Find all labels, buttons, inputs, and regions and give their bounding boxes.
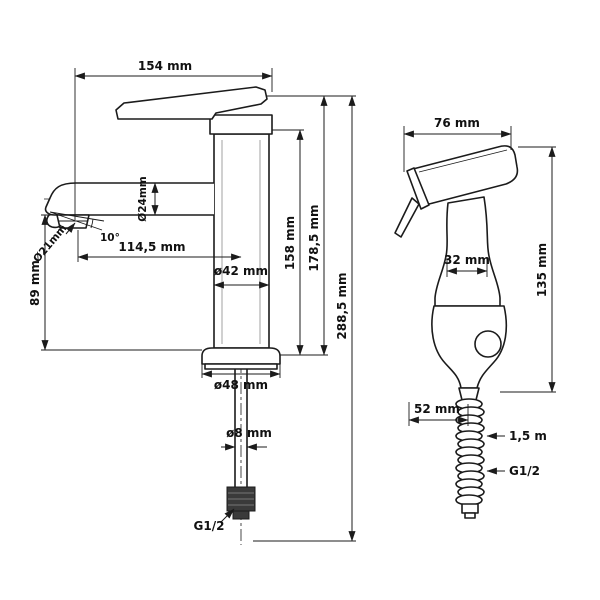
hose-end-tip [464,512,476,519]
sprayer-grip [434,196,501,307]
dim-holder-width: 52 mm [408,402,469,426]
sprayer-head [412,145,519,205]
dim-label-base-dia: ø48 mm [214,378,268,392]
hose-length-label: 1,5 m [486,429,547,443]
base-flange [201,347,281,365]
fitting-ridges [228,492,254,506]
dim-label-outlet-height: 89 mm [28,260,42,306]
thread-label-hose: G1/2 [486,464,540,478]
dim-cap-height: 158 mm [272,129,304,356]
dim-label-overall-height: 288,5 mm [335,272,349,339]
dim-label-outlet-angle: 10° [100,232,120,244]
faucet-side-view: 154 mm Ø24mm Ø21mm 10° 114,5 mm 89 [28,59,356,545]
dim-label-cap-height: 158 mm [283,216,297,270]
dim-label-overall-width: 154 mm [138,59,192,73]
body-shading [221,140,261,344]
hand-sprayer-view: 76 mm 32 mm 135 mm 52 mm 1,5 m G1/ [394,116,556,519]
handle-lever [115,86,268,120]
base-plate [204,363,278,370]
dim-label-sprayer-height: 135 mm [535,243,549,297]
dim-label-grip-dia: 32 mm [444,253,490,267]
fitting-tip [232,510,250,520]
dim-outlet-angle: 10° [49,211,120,244]
thread-label-hose-text: G1/2 [509,464,540,478]
dim-sprayer-height: 135 mm [500,146,556,393]
hose-coil [455,398,485,506]
aerator [56,214,90,229]
dim-overall-height: 288,5 mm [253,95,356,542]
dim-label-aerator: Ø21mm [31,222,69,265]
holder-mount-circle [474,330,502,358]
spray-face [406,167,430,210]
sprayer-head-edge [418,149,508,173]
dim-spout-reach: 114,5 mm [77,230,242,262]
dim-label-spout-reach: 114,5 mm [118,240,185,254]
dim-label-body-dia: ø42 mm [214,264,268,278]
dim-handle-height: 178,5 mm [267,95,356,356]
trigger-lever [394,197,420,238]
dim-body-dia: ø42 mm [213,264,270,289]
dim-outlet-height: 89 mm [28,214,202,351]
dim-grip-dia: 32 mm [444,253,490,277]
hose-length-text: 1,5 m [509,429,547,443]
dim-head-width: 76 mm [403,116,512,172]
thread-label-inlet: G1/2 [194,508,235,533]
dim-label-spout-tube: Ø24mm [137,176,149,221]
dim-pipe-dia: ø8 mm [221,426,272,451]
dim-label-head-width: 76 mm [434,116,480,130]
hose-end-fitting [461,503,479,514]
dim-base-dia: ø48 mm [201,364,281,392]
dim-overall-width: 154 mm [74,59,273,220]
dim-label-pipe-dia: ø8 mm [226,426,272,440]
thread-label-inlet-text: G1/2 [194,519,225,533]
dim-spout-tube: Ø24mm [137,176,159,222]
dim-label-handle-height: 178,5 mm [307,204,321,271]
dim-label-holder-width: 52 mm [414,402,460,416]
faucet-spout [44,182,214,216]
supply-pipe [234,369,248,487]
cartridge-cap [209,114,273,135]
